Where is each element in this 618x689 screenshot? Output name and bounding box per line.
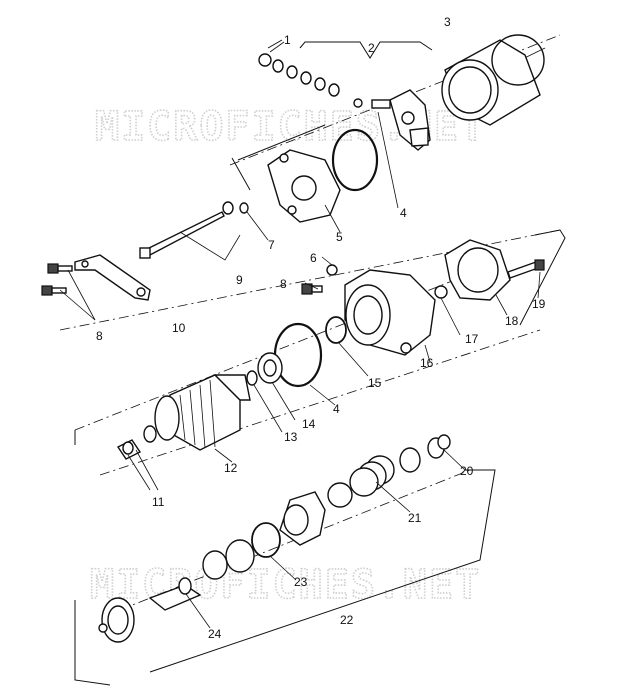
callout-9: 9 [236,273,243,287]
callout-8-left: 8 [96,329,103,343]
part-14-bearing [257,352,283,384]
callout-10: 10 [172,321,186,335]
group-brackets [74,41,566,686]
callout-18: 18 [505,314,519,328]
callout-15: 15 [368,376,382,390]
part-1-nut-washer-stack [258,39,363,108]
part-20-washer [427,434,451,459]
part-9-through-bolts [139,211,241,261]
part-24-pinion-gear [98,577,202,643]
callout-6: 6 [310,251,317,265]
part-8-bolts-left [41,263,96,321]
callout-14: 14 [302,417,316,431]
part-18-gasket-plate [444,239,511,301]
part-15-o-ring [325,316,347,344]
callout-4-lower: 4 [333,402,340,416]
part-4-o-ring-upper [331,128,379,192]
part-11-brushes [116,439,159,491]
callout-7: 7 [268,238,275,252]
callout-labels: 1 2 3 4 5 7 6 8 9 10 8 19 18 17 16 15 4 … [96,15,546,641]
part-19-bolt [507,259,545,279]
callout-16: 16 [420,356,434,370]
part-17-washer [434,285,448,299]
part-10-bracket [74,254,151,301]
callout-4-upper: 4 [400,206,407,220]
callout-3: 3 [444,15,451,29]
part-21-spring-set [327,447,421,508]
callout-5: 5 [336,230,343,244]
callout-22: 22 [340,613,354,627]
callout-24: 24 [208,627,222,641]
part-6-nut [326,264,338,276]
callout-1: 1 [284,33,291,47]
part-12-armature [143,374,251,451]
callout-13: 13 [284,430,298,444]
callout-12: 12 [224,461,238,475]
part-13-washer [246,370,258,386]
callout-19: 19 [532,297,546,311]
part-2-brush-holder [371,89,431,151]
callout-2: 2 [368,41,375,55]
part-23-clutch-assembly [202,491,326,580]
watermark-bottom: MICROFICHES.NET [90,562,481,608]
callout-11: 11 [152,495,165,509]
part-8-bolt-right [301,283,323,295]
callout-17: 17 [465,332,479,346]
callout-21: 21 [408,511,422,525]
part-3-yoke-housing [441,34,545,126]
callout-23: 23 [294,575,308,589]
part-7-washer [222,201,249,215]
leader-lines [185,41,541,629]
part-5-end-cover [267,149,341,223]
part-4-o-ring-lower [273,322,323,388]
callout-8-right: 8 [280,277,287,291]
callout-20: 20 [460,464,474,478]
part-16-front-housing [344,269,436,356]
